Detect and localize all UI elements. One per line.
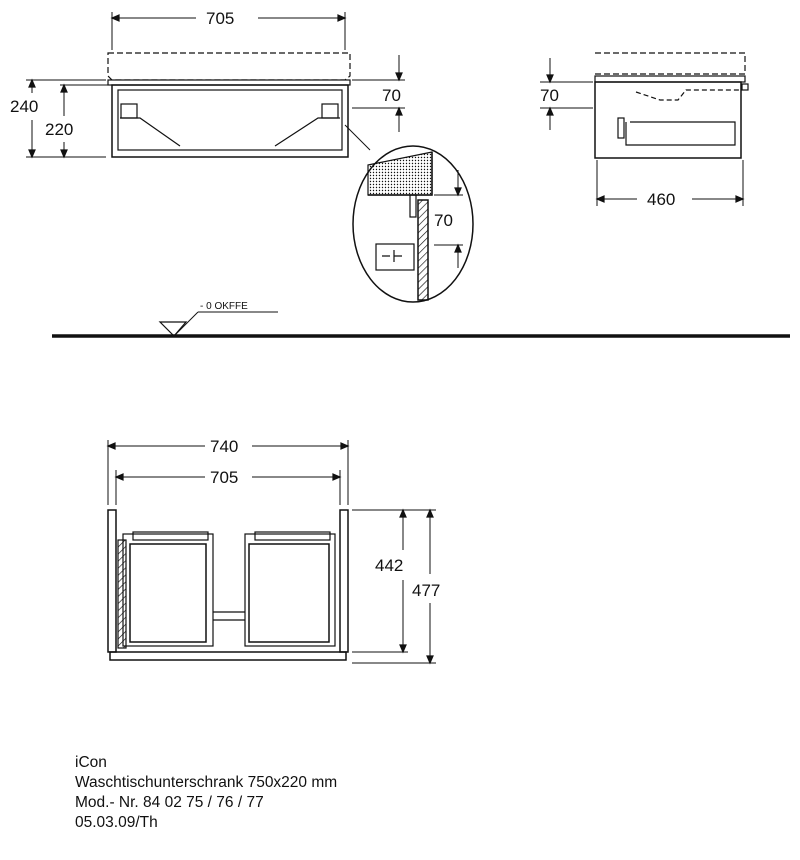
dim-bottom-width-total: 740 [210,437,238,456]
front-view-top [26,12,405,159]
dim-inset: 70 [382,86,401,105]
floor-reference [52,311,790,338]
caption-description: Waschtischunterschrank 750x220 mm [75,774,338,791]
dim-height-total: 240 [10,97,38,116]
caption-date: 05.03.09/Th [75,814,158,831]
floor-label: - 0 OKFFE [200,301,248,312]
dim-detail: 70 [434,211,453,230]
caption-block: iCon Waschtischunterschrank 750x220 mm M… [75,753,337,833]
dim-side-top: 70 [540,86,559,105]
dim-side-depth: 460 [647,190,675,209]
caption-model-number: Mod.- Nr. 84 02 75 / 76 / 77 [75,794,264,811]
caption-product: iCon [75,754,107,771]
side-view [540,52,749,206]
dim-bottom-height-inner: 442 [375,556,403,575]
dim-bottom-width-inner: 705 [210,468,238,487]
dim-height-body: 220 [45,120,73,139]
front-view-bottom [106,440,436,665]
dim-top-width: 705 [206,9,234,28]
detail-view [352,145,474,303]
dim-bottom-height-total: 477 [412,581,440,600]
